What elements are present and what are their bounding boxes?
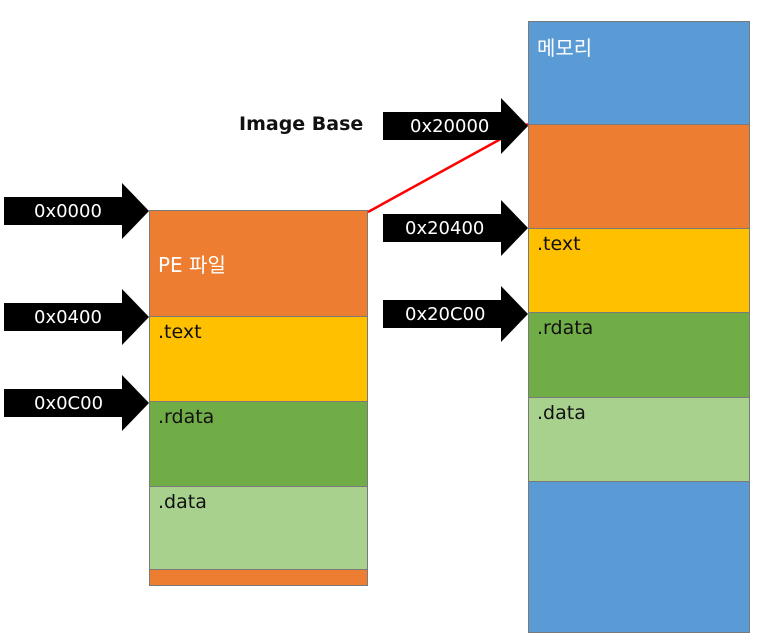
offset-arrow-rdata: 0x0C00 xyxy=(4,375,149,431)
memory-rdata-label: .rdata xyxy=(537,317,594,339)
memory-data-section: .data xyxy=(528,397,750,482)
pe-data-section: .data xyxy=(149,486,368,570)
image-base-address-label: 0x20000 xyxy=(410,115,490,137)
image-base-caption: Image Base xyxy=(239,113,364,135)
memory-bottom-block xyxy=(528,481,750,633)
pe-rdata-label: .rdata xyxy=(158,406,215,428)
memory-top-block: 메모리 xyxy=(528,21,750,125)
offset-arrow-header: 0x0000 xyxy=(4,183,149,239)
memory-text-label: .text xyxy=(537,233,581,255)
pe-data-label: .data xyxy=(158,491,207,513)
offset-rdata-label: 0x0C00 xyxy=(34,392,104,414)
memory-text-address-label: 0x20400 xyxy=(405,217,485,239)
memory-rdata-section: .rdata xyxy=(528,312,750,398)
memory-header-block xyxy=(528,124,750,229)
pe-header-block: PE 파일 xyxy=(149,210,368,317)
address-arrow-text: 0x20400 xyxy=(383,200,528,256)
address-arrow-image-base: 0x20000 xyxy=(383,98,528,154)
offset-text-label: 0x0400 xyxy=(34,306,102,328)
memory-data-label: .data xyxy=(537,402,586,424)
offset-header-label: 0x0000 xyxy=(34,200,102,222)
memory-rdata-address-label: 0x20C00 xyxy=(405,303,486,325)
address-arrow-rdata: 0x20C00 xyxy=(383,286,528,342)
pe-file-title: PE 파일 xyxy=(158,253,226,277)
pe-text-label: .text xyxy=(158,321,202,343)
memory-text-section: .text xyxy=(528,228,750,313)
pe-rdata-section: .rdata xyxy=(149,401,368,487)
offset-arrow-text: 0x0400 xyxy=(4,289,149,345)
pe-trailer-block xyxy=(149,569,368,586)
memory-title: 메모리 xyxy=(537,36,593,60)
